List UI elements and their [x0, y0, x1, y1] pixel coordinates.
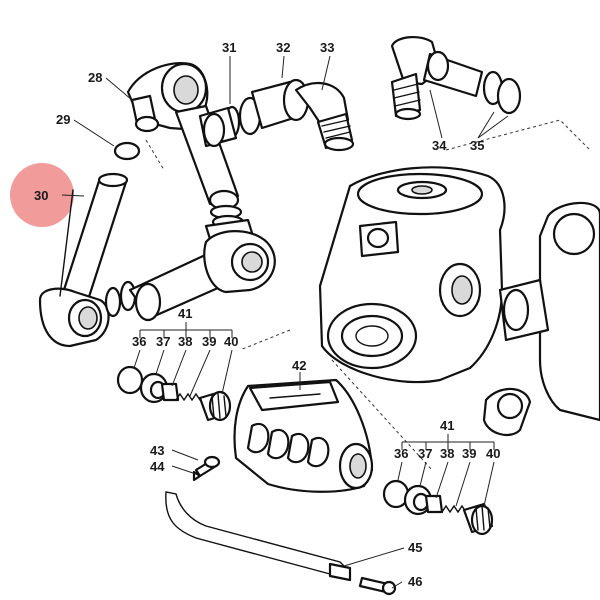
callout-34[interactable]: 34: [432, 138, 447, 153]
alignment-line-2: [239, 329, 291, 351]
callout-33[interactable]: 33: [320, 40, 334, 55]
callout-30-highlight[interactable]: [10, 163, 74, 227]
callout-30[interactable]: 30: [34, 188, 48, 203]
callout-39-lower[interactable]: 39: [462, 446, 476, 461]
part-33-hose-barb-elbow[interactable]: [294, 81, 355, 152]
callout-39-upper[interactable]: 39: [202, 334, 216, 349]
alignment-line-3: [331, 359, 433, 471]
part-32-nut[interactable]: [238, 78, 310, 136]
callout-36-lower[interactable]: 36: [394, 446, 408, 461]
part-30-pipe[interactable]: [38, 172, 129, 348]
valve-assembly-41-upper[interactable]: [116, 365, 232, 422]
pump-right-section: [482, 201, 600, 437]
callout-28[interactable]: 28: [88, 70, 102, 85]
callout-32[interactable]: 32: [276, 40, 290, 55]
part-40-lower[interactable]: [462, 502, 494, 536]
part-45-wire-clip[interactable]: [165, 491, 352, 582]
callout-43[interactable]: 43: [150, 443, 164, 458]
callout-41-lower[interactable]: 41: [440, 418, 454, 433]
tee-manifold: [128, 230, 276, 322]
callout-35[interactable]: 35: [470, 138, 484, 153]
callout-37-lower[interactable]: 37: [418, 446, 432, 461]
part-46-screw[interactable]: [358, 576, 397, 596]
part-43-44-bolt[interactable]: [192, 455, 221, 482]
leader-lines: [61, 55, 509, 589]
callout-29[interactable]: 29: [56, 112, 70, 127]
callout-37-upper[interactable]: 37: [156, 334, 170, 349]
part-38-lower[interactable]: [424, 494, 444, 514]
alignment-line-4: [145, 139, 165, 171]
callout-42[interactable]: 42: [292, 358, 306, 373]
part-39-upper-spring[interactable]: [175, 392, 201, 402]
part-31-ring-fitting[interactable]: [198, 105, 241, 148]
callout-31[interactable]: 31: [222, 40, 236, 55]
part-35-o-rings[interactable]: [482, 70, 522, 115]
part-36-upper[interactable]: [116, 365, 144, 395]
part-37-upper[interactable]: [139, 372, 169, 404]
pump-head-body: [318, 166, 506, 384]
callout-40-lower[interactable]: 40: [486, 446, 500, 461]
callout-38-upper[interactable]: 38: [178, 334, 192, 349]
part-39-lower-spring[interactable]: [441, 504, 467, 514]
callout-38-lower[interactable]: 38: [440, 446, 454, 461]
callout-46[interactable]: 46: [408, 574, 422, 589]
part-40-upper[interactable]: [198, 390, 232, 422]
valve-assembly-41-lower[interactable]: [382, 479, 494, 536]
callout-41-upper[interactable]: 41: [178, 306, 192, 321]
o-rings-left: [104, 280, 137, 318]
part-37-lower[interactable]: [403, 484, 433, 516]
part-42-valve-housing[interactable]: [233, 378, 374, 493]
part-38-upper[interactable]: [160, 382, 180, 402]
alignment-line-1: [445, 119, 591, 151]
callout-44[interactable]: 44: [150, 459, 165, 474]
part-34-barb-fitting[interactable]: [390, 36, 484, 121]
part-29-ring[interactable]: [113, 141, 141, 161]
callout-40-upper[interactable]: 40: [224, 334, 238, 349]
callout-45[interactable]: 45: [408, 540, 422, 555]
callout-36-upper[interactable]: 36: [132, 334, 146, 349]
